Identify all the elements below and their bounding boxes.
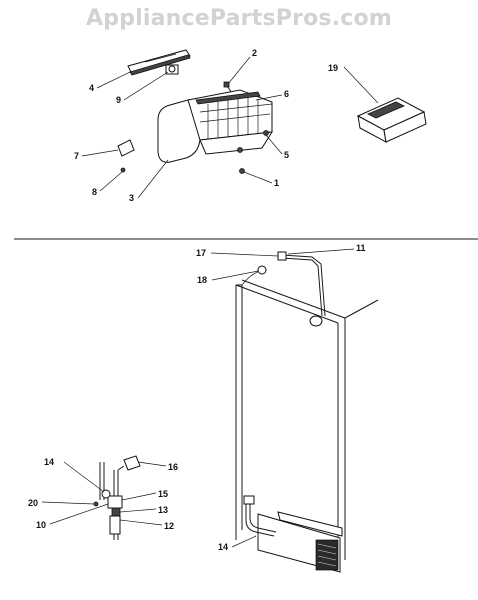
part-4-bracket (127, 49, 191, 76)
valve-assembly (93, 455, 141, 540)
callout-5: 5 (284, 150, 289, 160)
callout-4: 4 (89, 83, 94, 93)
watermark: AppliancePartsPros.com (86, 6, 392, 31)
part-19-ice-bin (356, 97, 427, 143)
part-6-bar (195, 91, 261, 105)
callout-8: 8 (92, 187, 97, 197)
callout-labels: 1 2 3 4 5 6 7 8 9 10 11 12 13 14 15 16 1… (28, 48, 366, 552)
part-7-clip (117, 139, 135, 157)
cabinet-outline (235, 269, 379, 560)
part-3-ice-maker (157, 89, 273, 163)
condenser-panel (243, 495, 343, 573)
callout-13: 13 (158, 505, 168, 515)
callout-14-lower: 14 (218, 542, 228, 552)
part-18-grommet (257, 265, 267, 275)
callout-1: 1 (274, 178, 279, 188)
leader-lines-bottom (41, 248, 355, 548)
part-5-screw (237, 130, 269, 153)
part-9-fitting (165, 64, 179, 75)
callout-16: 16 (168, 462, 178, 472)
callout-12: 12 (164, 521, 174, 531)
callout-19: 19 (328, 63, 338, 73)
callout-9: 9 (116, 95, 121, 105)
callout-6: 6 (284, 89, 289, 99)
callout-2: 2 (252, 48, 257, 58)
leader-lines-top (81, 56, 379, 199)
part-8-screw (120, 167, 126, 173)
callout-10: 10 (36, 520, 46, 530)
callout-3: 3 (129, 193, 134, 203)
callout-14: 14 (44, 457, 54, 467)
callout-11: 11 (356, 243, 366, 253)
callout-7: 7 (74, 151, 79, 161)
part-17-fitting (277, 251, 287, 261)
callout-18: 18 (197, 275, 207, 285)
part-1-screw (239, 168, 245, 174)
part-11-tube (281, 254, 326, 327)
callout-17: 17 (196, 248, 206, 258)
callout-15: 15 (158, 489, 168, 499)
callout-20: 20 (28, 498, 38, 508)
